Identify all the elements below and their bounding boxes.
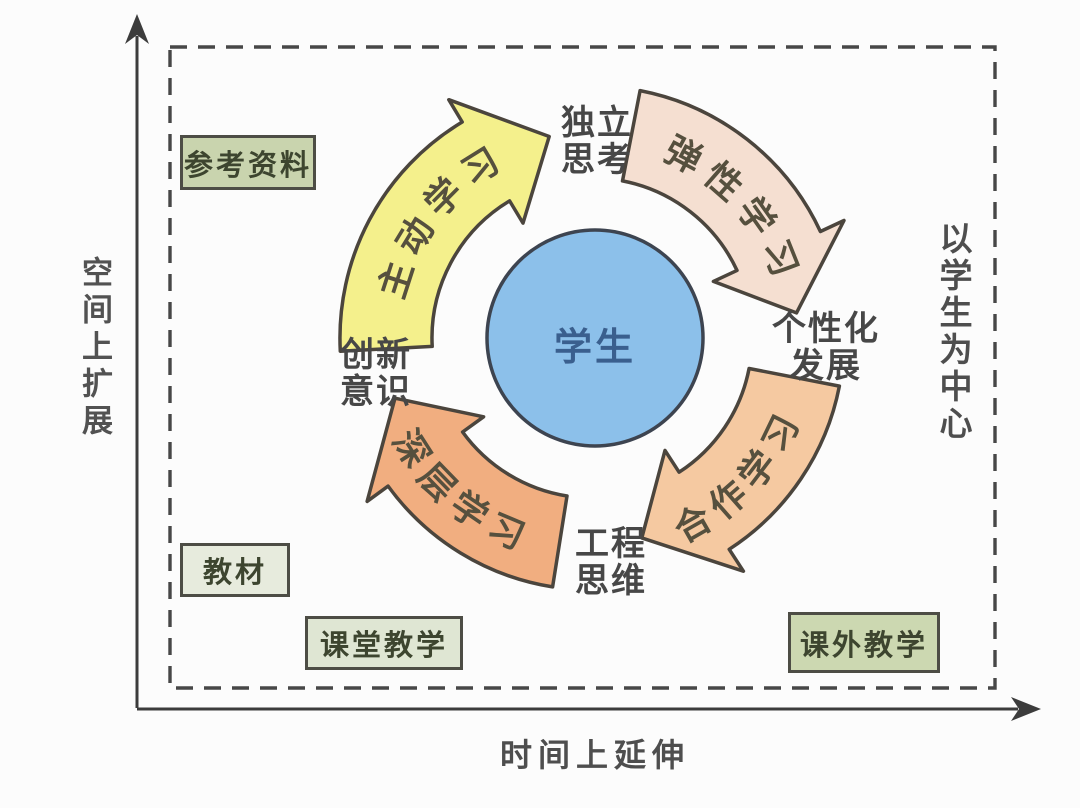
node-independent-thinking: 独立 思考	[522, 105, 672, 179]
student-label: 学生	[553, 327, 636, 369]
node-line: 思维	[575, 563, 647, 600]
dashed-boundary	[168, 45, 997, 690]
y-axis-arrowhead-icon	[125, 14, 149, 44]
node-line: 意识	[340, 374, 412, 411]
x-axis-label: 时间上延伸	[499, 737, 690, 773]
node-line: 独立	[561, 105, 633, 142]
arrow-cooperative-learning	[640, 366, 842, 573]
arrow-active-learning	[338, 97, 551, 353]
y-axis	[125, 14, 149, 708]
box-reference-materials: 参考资料	[180, 135, 316, 190]
node-line: 创新	[340, 337, 412, 374]
node-line: 个性化	[772, 311, 880, 348]
node-innovation-awareness: 创新 意识	[301, 337, 451, 411]
node-line: 思考	[561, 142, 633, 179]
x-axis-arrowhead-icon	[1011, 697, 1041, 721]
node-line: 工程	[575, 526, 647, 563]
box-classroom-teaching: 课堂教学	[305, 616, 463, 670]
box-extracurricular-teaching: 课外教学	[788, 612, 940, 673]
arrow-flexible-learning	[620, 88, 846, 315]
student-centered-note: 以学生为中心	[934, 221, 970, 443]
box-textbook: 教材	[180, 543, 290, 597]
arrow-deep-learning	[365, 396, 569, 589]
x-axis	[137, 697, 1041, 721]
student-circle	[485, 228, 705, 448]
node-engineering-thinking: 工程 思维	[536, 526, 686, 600]
node-line: 发展	[790, 348, 862, 385]
y-axis-label: 空间上扩展	[77, 256, 112, 441]
node-personalized-development: 个性化 发展	[747, 311, 905, 385]
